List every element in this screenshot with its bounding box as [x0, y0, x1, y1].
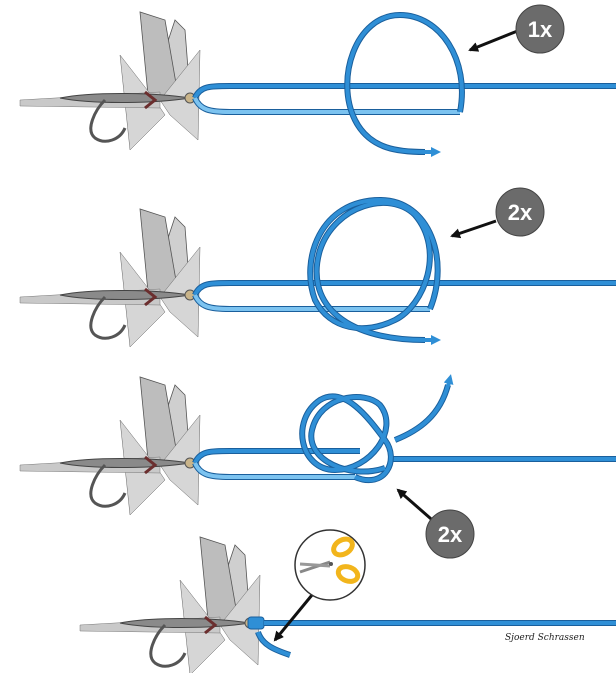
badge-1: 1x — [468, 4, 565, 54]
step-4: Sjoerd Schrassen — [79, 529, 616, 673]
badge-3-label: 2x — [438, 522, 463, 547]
arrow-icon — [273, 594, 314, 642]
step-3: 2x — [19, 374, 616, 559]
scissors-icon — [299, 536, 361, 584]
signature: Sjoerd Schrassen — [505, 633, 585, 643]
working-end-arrow — [443, 374, 454, 387]
fly-icon — [19, 376, 201, 516]
arrow-icon — [468, 28, 521, 52]
scissors-callout — [273, 529, 366, 642]
line-step-1 — [192, 11, 616, 157]
step-2: 2x — [19, 187, 616, 348]
badge-2: 2x — [450, 187, 545, 239]
fly-icon — [79, 536, 261, 673]
badge-3: 2x — [396, 488, 475, 559]
line-step-4 — [247, 616, 616, 658]
line-step-2 — [192, 196, 616, 345]
badge-1-label: 1x — [528, 17, 553, 42]
badge-2-label: 2x — [508, 200, 533, 225]
arrow-icon — [450, 219, 497, 239]
fly-icon — [19, 11, 201, 151]
finished-knot — [247, 616, 265, 630]
line-step-3 — [192, 374, 616, 484]
fly-icon — [19, 208, 201, 348]
step-1: 1x — [19, 4, 616, 157]
